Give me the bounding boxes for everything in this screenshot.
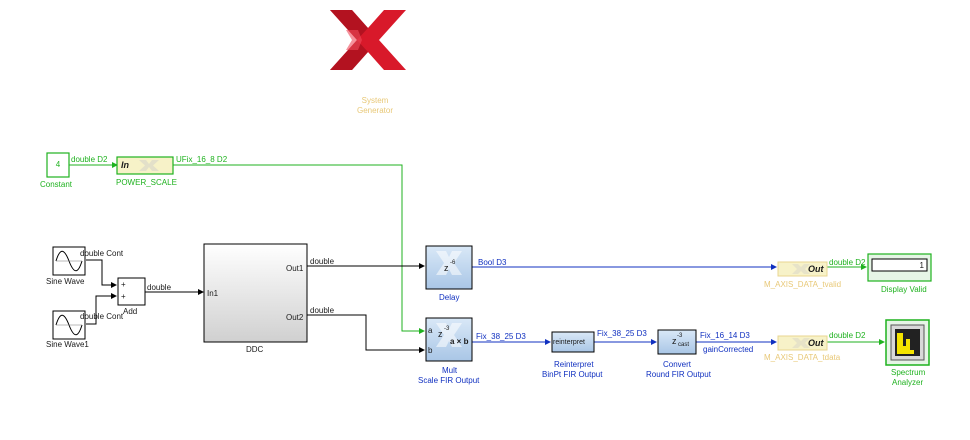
mult-op: a × b bbox=[450, 337, 469, 346]
mult-exponent: -3 bbox=[444, 326, 450, 332]
constant-value: 4 bbox=[55, 160, 61, 169]
display-label: Display Valid bbox=[881, 285, 927, 294]
display-value: 1 bbox=[919, 261, 924, 270]
constant-block[interactable] bbox=[46, 152, 70, 178]
xilinx-logo-icon bbox=[330, 10, 406, 70]
reinterpret-text: reinterpret bbox=[553, 339, 585, 346]
delay-label: Delay bbox=[439, 293, 460, 302]
ddc-label: DDC bbox=[246, 345, 264, 354]
wire-sine2[interactable] bbox=[86, 293, 117, 325]
mult-port-a: a bbox=[428, 326, 433, 335]
reinterpret-label-line1: Reinterpret bbox=[554, 360, 594, 369]
signal-label: double D2 bbox=[71, 155, 108, 164]
xilinx-block-icon bbox=[436, 323, 462, 347]
mult-port-b: b bbox=[428, 346, 433, 355]
signal-label: double bbox=[147, 283, 172, 292]
reinterpret-label-line2: BinPt FIR Output bbox=[542, 370, 603, 379]
tdata-gateway-block[interactable] bbox=[777, 335, 828, 351]
convert-block[interactable] bbox=[657, 329, 697, 355]
sine-wave-label: Sine Wave bbox=[46, 277, 85, 286]
tvalid-label: M_AXIS_DATA_tvalid bbox=[764, 280, 842, 289]
convert-glyph: z bbox=[672, 336, 677, 346]
wire-power-scale[interactable] bbox=[173, 164, 425, 334]
logo-line2: Generator bbox=[356, 106, 394, 115]
signal-label: Fix_16_14 D3 bbox=[700, 331, 750, 340]
ddc-port-out2: Out2 bbox=[286, 313, 304, 322]
sine-wave1-label: Sine Wave1 bbox=[46, 340, 89, 349]
ddc-port-out1: Out1 bbox=[286, 264, 304, 273]
signal-label: Fix_38_25 D3 bbox=[476, 332, 526, 341]
signal-label: double bbox=[310, 306, 335, 315]
gateway-out-label: Out bbox=[808, 338, 824, 348]
signal-label: double Cont bbox=[80, 312, 124, 321]
spectrum-bars-icon bbox=[897, 333, 914, 354]
signal-label: double bbox=[310, 257, 335, 266]
delay-exponent: -6 bbox=[450, 260, 456, 266]
gateway-out-label: Out bbox=[808, 264, 824, 274]
add-block[interactable] bbox=[117, 277, 146, 306]
xilinx-block-icon bbox=[436, 251, 462, 275]
delay-glyph: z bbox=[444, 263, 449, 273]
tdata-label: M_AXIS_DATA_tdata bbox=[764, 353, 841, 362]
add-label: Add bbox=[123, 307, 138, 316]
signal-label: UFix_16_8 D2 bbox=[176, 155, 228, 164]
gateway-x-icon bbox=[792, 264, 810, 274]
convert-exponent: -3 bbox=[677, 333, 683, 339]
wire-sine1[interactable] bbox=[86, 259, 117, 288]
ddc-block[interactable] bbox=[203, 243, 308, 343]
spectrum-label-line2: Analyzer bbox=[892, 378, 924, 387]
gateway-x-icon bbox=[792, 338, 810, 348]
signal-label: Bool D3 bbox=[478, 258, 507, 267]
signal-label: double D2 bbox=[829, 258, 866, 267]
power-scale-label: POWER_SCALE bbox=[116, 178, 177, 187]
signal-label: Fix_38_25 D3 bbox=[597, 329, 647, 338]
power-scale-block[interactable] bbox=[116, 156, 174, 175]
gateway-x-icon bbox=[139, 160, 159, 171]
signal-name-label: gainCorrected bbox=[703, 345, 754, 354]
constant-label: Constant bbox=[40, 180, 73, 189]
add-port-plus: + bbox=[121, 280, 126, 289]
convert-label-line2: Round FIR Output bbox=[646, 370, 711, 379]
wire-ddc-out2[interactable] bbox=[307, 314, 425, 353]
reinterpret-block[interactable] bbox=[551, 331, 595, 353]
logo-line1: System bbox=[361, 96, 389, 105]
ddc-port-in1: In1 bbox=[207, 289, 219, 298]
add-port-plus: + bbox=[121, 292, 126, 301]
convert-sub: cast bbox=[678, 342, 690, 348]
mult-glyph: z bbox=[438, 329, 443, 339]
display-field bbox=[871, 258, 928, 272]
mult-label-line2: Scale FIR Output bbox=[418, 376, 480, 385]
signal-label: double Cont bbox=[80, 249, 124, 258]
signal-label: double D2 bbox=[829, 331, 866, 340]
tvalid-gateway-block[interactable] bbox=[777, 261, 828, 277]
spectrum-label-line1: Spectrum bbox=[891, 368, 926, 377]
mult-label-line1: Mult bbox=[442, 366, 458, 375]
gateway-in-label: In bbox=[121, 160, 129, 170]
convert-label-line1: Convert bbox=[663, 360, 692, 369]
